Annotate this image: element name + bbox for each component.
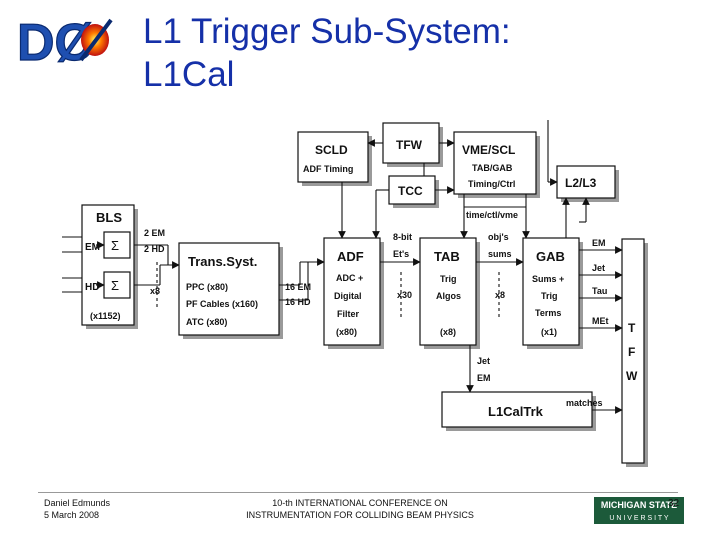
title-line-2: L1Cal	[143, 55, 235, 94]
l2l3-title: L2/L3	[565, 176, 597, 190]
trans-line-3: ATC (x80)	[186, 317, 227, 327]
trans-out-hd: 16 HD	[285, 297, 311, 307]
title-line-1: L1 Trigger Sub-System:	[143, 12, 511, 51]
msu-line-1: MICHIGAN STATE	[601, 500, 677, 510]
bls-out-hd: 2 HD	[144, 244, 165, 254]
adf-line-2: Digital	[334, 291, 362, 301]
footer-date: 5 March 2008	[44, 510, 100, 520]
bls-em-sigma: Σ	[111, 238, 119, 253]
gab-out-tau: Tau	[592, 286, 607, 296]
tfw-side-t: T	[628, 321, 636, 335]
vme-line-2: Timing/Ctrl	[468, 179, 515, 189]
adf-title: ADF	[337, 249, 364, 264]
bus-label: time/ctl/vme	[466, 210, 518, 220]
bls-count: (x1152)	[90, 311, 121, 321]
trans-line-1: PPC (x80)	[186, 282, 228, 292]
l1caltrk-title: L1CalTrk	[488, 404, 544, 419]
footer-conference-2: INSTRUMENTATION FOR COLLIDING BEAM PHYSI…	[246, 510, 474, 520]
bls-out-mult: x8	[150, 286, 160, 296]
gab-out-met: MEt	[592, 316, 609, 326]
vme-line-1: TAB/GAB	[472, 163, 513, 173]
tfw-side-box	[621, 238, 645, 464]
footer-author-block: Daniel Edmunds 5 March 2008	[44, 497, 110, 521]
scld-title: SCLD	[315, 143, 348, 157]
bls-box	[81, 204, 135, 326]
tfw-side-w: W	[626, 369, 638, 383]
scld-sub: ADF Timing	[303, 164, 353, 174]
tab-out-2: sums	[488, 249, 512, 259]
scld-box	[297, 131, 369, 183]
bls-hd-sigma: Σ	[111, 278, 119, 293]
tab-box	[419, 237, 477, 346]
footer-author: Daniel Edmunds	[44, 498, 111, 508]
bls-out-em: 2 EM	[144, 228, 165, 238]
gab-line-2: Trig	[541, 291, 558, 301]
gab-line-3: Terms	[535, 308, 561, 318]
tab-out-mult: x8	[495, 290, 505, 300]
footer-conference-block: 10-th INTERNATIONAL CONFERENCE ON INSTRU…	[200, 497, 520, 521]
vme-scl-box	[453, 131, 537, 195]
trans-syst-box	[178, 242, 280, 336]
tab-out-1: obj's	[488, 232, 509, 242]
l1caltrk-box	[441, 391, 593, 428]
tfw-side-f: F	[628, 345, 635, 359]
msu-line-2: U N I V E R S I T Y	[609, 515, 668, 522]
adf-line-1: ADC +	[336, 273, 363, 283]
matches-label: matches	[566, 398, 603, 408]
tab-line-1: Trig	[440, 274, 457, 284]
slide-title: L1 Trigger Sub-System: L1Cal	[143, 10, 703, 96]
footer-conference-1: 10-th INTERNATIONAL CONFERENCE ON	[272, 498, 448, 508]
trans-line-2: PF Cables (x160)	[186, 299, 258, 309]
bls-hd-sigma-box	[103, 271, 131, 299]
adf-out-1: 8-bit	[393, 232, 412, 242]
gab-line-1: Sums +	[532, 274, 564, 284]
tab-line-2: Algos	[436, 291, 461, 301]
bls-em-label: EM	[85, 242, 100, 253]
adf-out-2: Et's	[393, 249, 409, 259]
trans-out-em: 16 EM	[285, 282, 311, 292]
adf-out-mult: x30	[397, 290, 412, 300]
tfw-box	[382, 122, 440, 164]
gab-out-jet: Jet	[592, 263, 605, 273]
gab-count: (x1)	[541, 327, 557, 337]
footer-divider	[38, 492, 678, 493]
tcc-title: TCC	[398, 184, 423, 198]
page-number: 32	[668, 498, 680, 509]
bls-hd-label: HD	[85, 282, 99, 293]
do-experiment-logo: DØ	[16, 13, 113, 68]
tab-down-2: EM	[477, 373, 491, 383]
vme-title: VME/SCL	[462, 143, 515, 157]
tab-title: TAB	[434, 249, 460, 264]
gab-out-em: EM	[592, 238, 606, 248]
bls-title: BLS	[96, 210, 122, 225]
adf-line-3: Filter	[337, 309, 360, 319]
tab-count: (x8)	[440, 327, 456, 337]
gab-title: GAB	[536, 249, 565, 264]
tfw-title: TFW	[396, 138, 423, 152]
adf-box	[323, 237, 381, 346]
adf-count: (x80)	[336, 327, 357, 337]
l1cal-block-diagram: BLS EM HD Σ Σ (x1152) 2 EM 2 HD x8 Trans…	[62, 120, 648, 467]
msu-logo: MICHIGAN STATE U N I V E R S I T Y	[594, 497, 684, 524]
bls-em-sigma-box	[103, 231, 131, 259]
tab-down-1: Jet	[477, 356, 490, 366]
tcc-box	[388, 175, 436, 205]
trans-title: Trans.Syst.	[188, 254, 257, 269]
gab-box	[522, 237, 580, 346]
